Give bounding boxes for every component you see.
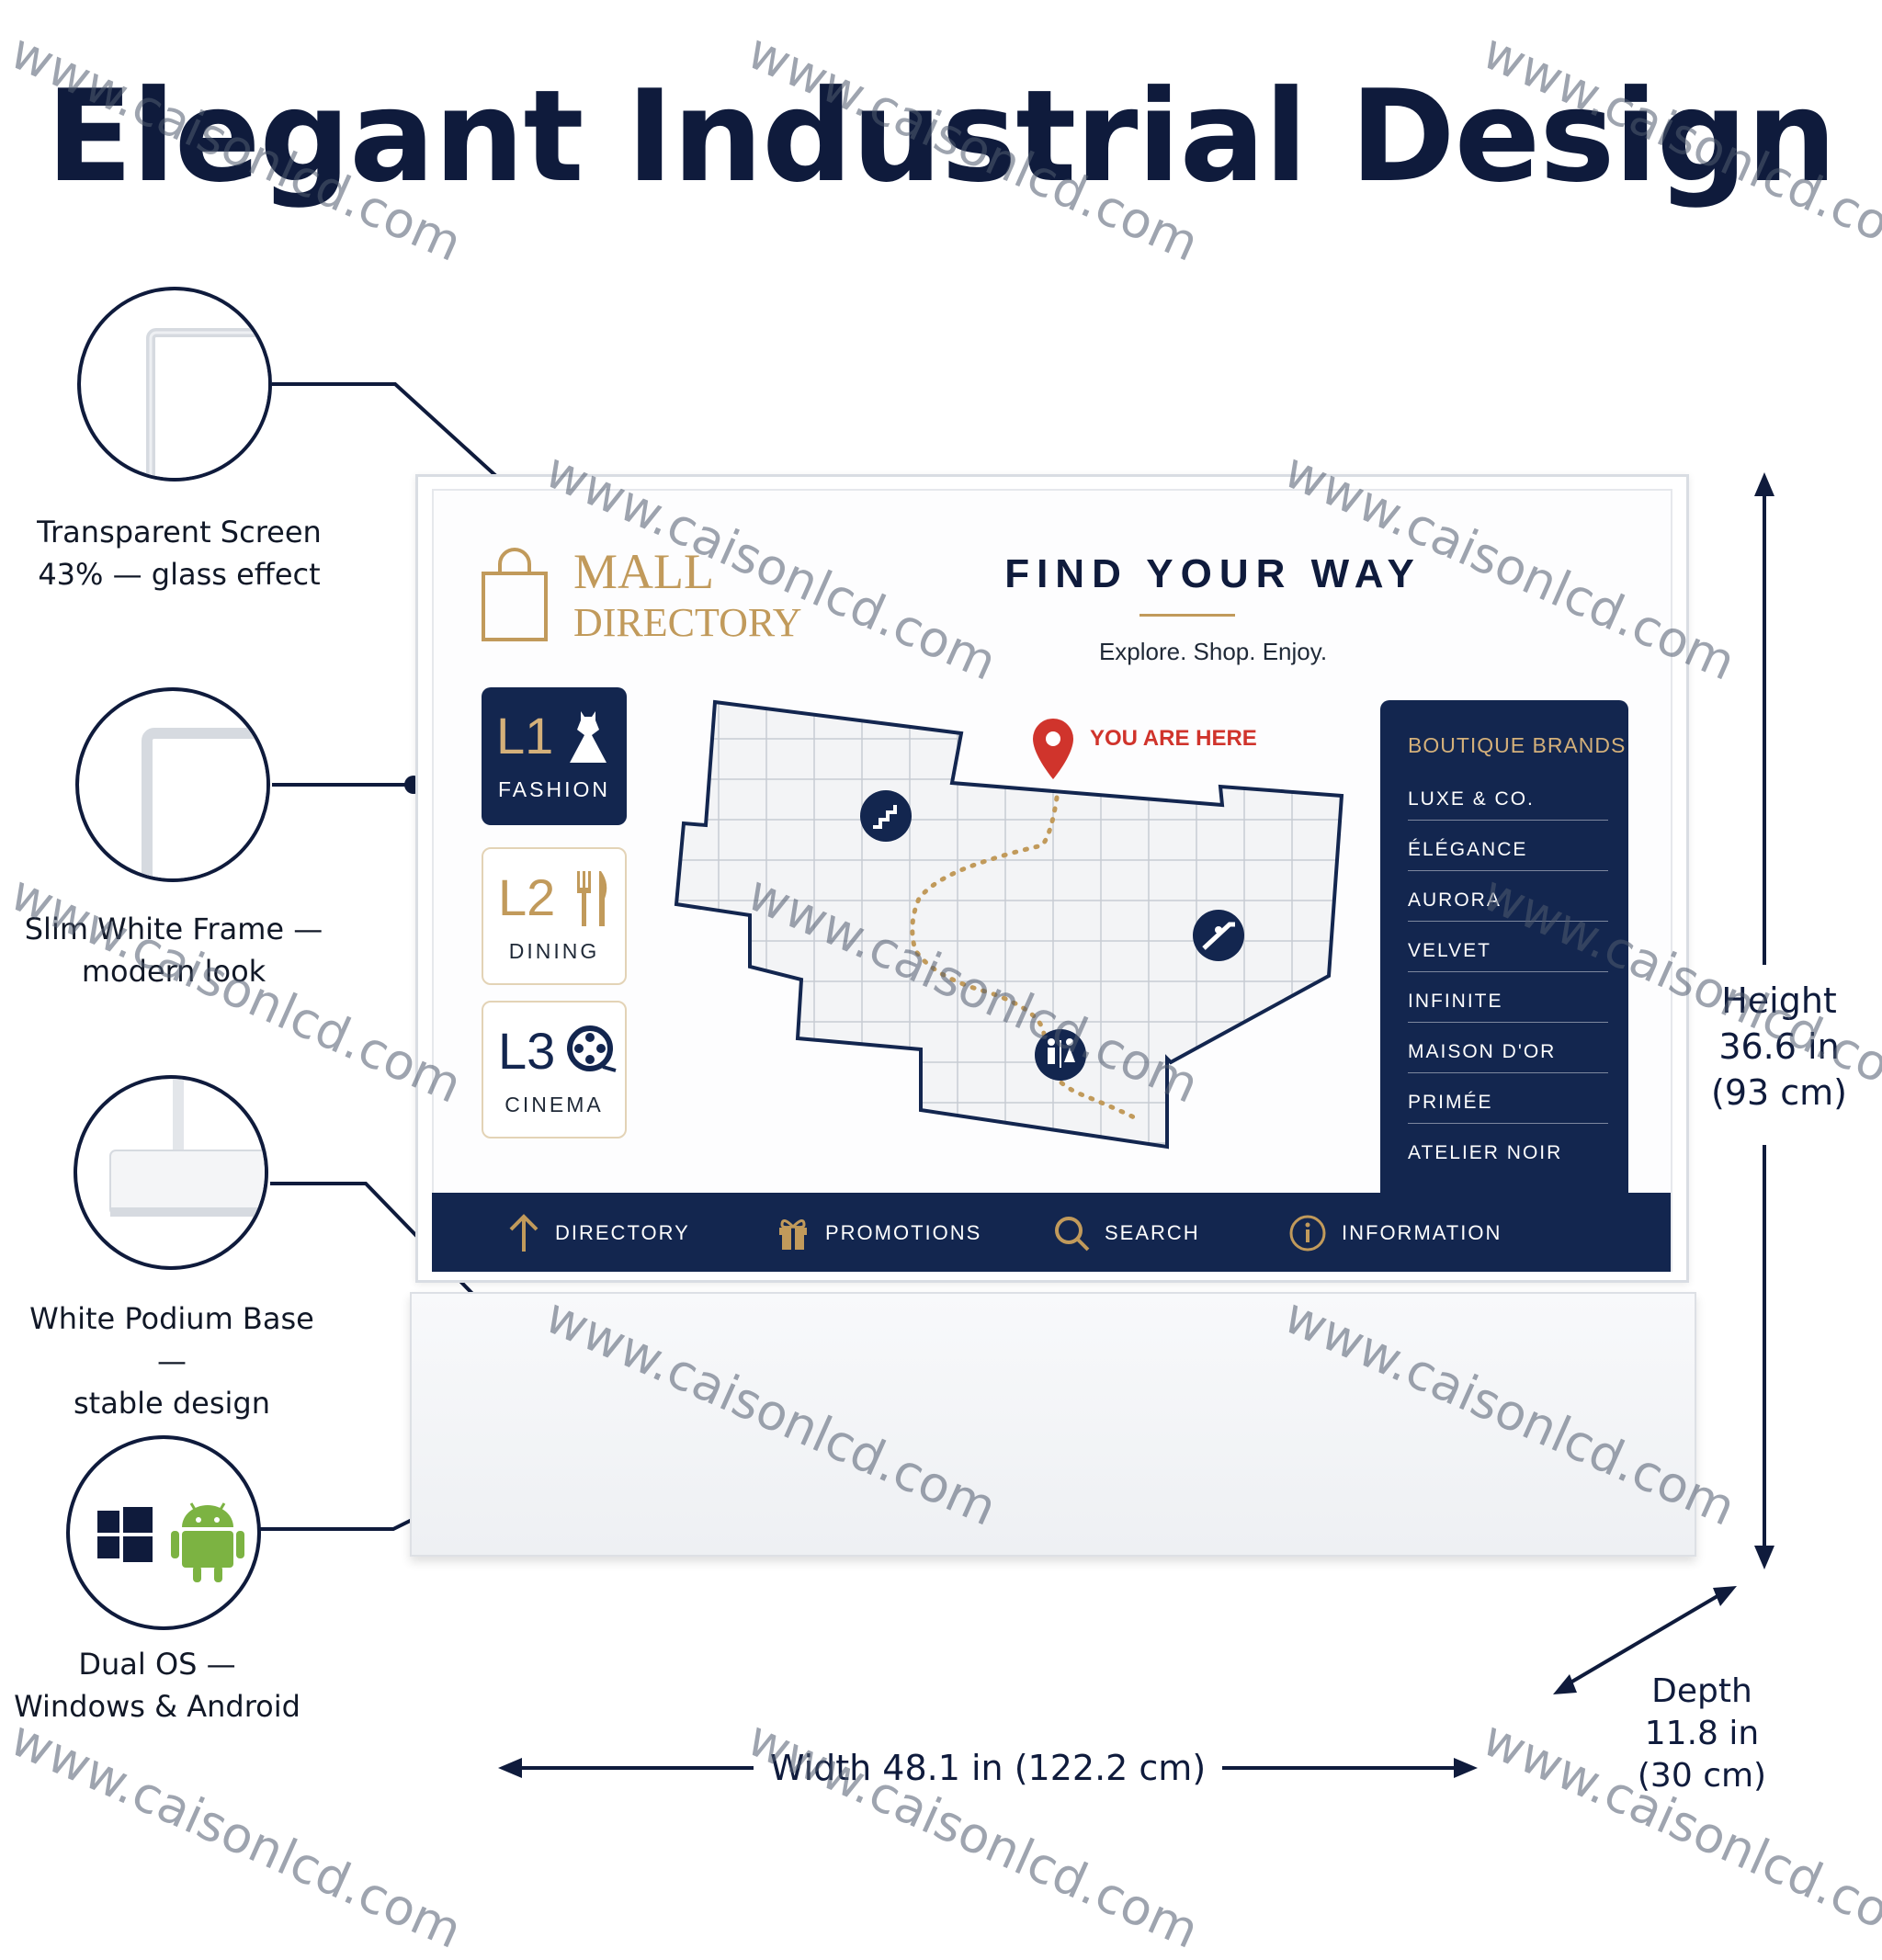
feature-label-slim-frame: Slim White Frame —modern look (24, 912, 323, 989)
nav-search[interactable]: SEARCH (1053, 1215, 1200, 1252)
android-icon (171, 1502, 244, 1582)
level-code: L3 (498, 1022, 556, 1080)
level-name: CINEMA (505, 1093, 604, 1116)
boutique-brands-panel (1380, 700, 1628, 1195)
escalator-icon (1193, 910, 1244, 961)
level-code: L1 (496, 707, 554, 765)
restroom-icon (1035, 1029, 1086, 1081)
brand-item[interactable]: LUXE & CO. (1408, 788, 1608, 821)
page-title: Elegant Industrial Design (46, 62, 1837, 210)
brand-item[interactable]: AURORA (1408, 889, 1608, 922)
mall-directory-title: MALL DIRECTORY (573, 544, 802, 645)
nav-promotions[interactable]: PROMOTIONS (776, 1215, 981, 1252)
fork-knife-icon (577, 871, 607, 926)
podium-base (410, 1292, 1696, 1557)
level-card-fashion[interactable]: L1 FASHION (482, 687, 627, 825)
windows-icon (97, 1507, 153, 1562)
brand-item[interactable]: PRIMÉE (1408, 1092, 1608, 1124)
nav-directory[interactable]: DIRECTORY (507, 1214, 690, 1252)
nav-information[interactable]: INFORMATION (1288, 1215, 1502, 1252)
feature-label-podium-base: White Podium Base —stable design (29, 1301, 314, 1421)
brand-item[interactable]: VELVET (1408, 940, 1608, 972)
level-name: FASHION (498, 777, 610, 801)
boutique-brands-title: BOUTIQUE BRANDS (1408, 733, 1627, 757)
info-icon (1289, 1215, 1326, 1252)
film-reel-icon (567, 1025, 617, 1072)
brand-item[interactable]: ATELIER NOIR (1408, 1142, 1563, 1163)
transparent-screen-thumbnail (77, 287, 272, 482)
slim-frame-thumbnail (75, 687, 270, 882)
brand-item[interactable]: MAISON D'OR (1408, 1041, 1608, 1073)
you-are-here-label: YOU ARE HERE (1090, 726, 1257, 751)
stairs-icon (860, 790, 912, 842)
brand-item[interactable]: INFINITE (1408, 991, 1608, 1023)
level-name: DINING (508, 939, 600, 963)
heading-divider (1139, 614, 1235, 617)
brand-item[interactable]: ÉLÉGANCE (1408, 839, 1608, 871)
dress-icon (570, 711, 607, 763)
podium-base-thumbnail (74, 1075, 268, 1270)
feature-label-dual-os: Dual OS —Windows & Android (14, 1647, 300, 1724)
arrow-up-icon (509, 1214, 539, 1252)
find-your-way-heading: FIND YOUR WAY (1004, 551, 1422, 596)
bottom-nav-bar (432, 1193, 1671, 1272)
width-dimension: Width 48.1 in (122.2 cm) (769, 1748, 1207, 1788)
dual-os-thumbnail (66, 1435, 261, 1630)
level-card-dining[interactable]: L2 DINING (482, 847, 627, 985)
gift-icon (779, 1219, 807, 1250)
location-pin-icon (1033, 719, 1073, 779)
route-path (910, 795, 1137, 1120)
shopping-bag-icon (482, 548, 548, 641)
floor-map[interactable] (671, 698, 1351, 1158)
level-code: L2 (498, 868, 556, 926)
level-card-cinema[interactable]: L3 CINEMA (482, 1001, 627, 1139)
search-icon (1055, 1217, 1090, 1252)
tagline: Explore. Shop. Enjoy. (1098, 638, 1328, 665)
